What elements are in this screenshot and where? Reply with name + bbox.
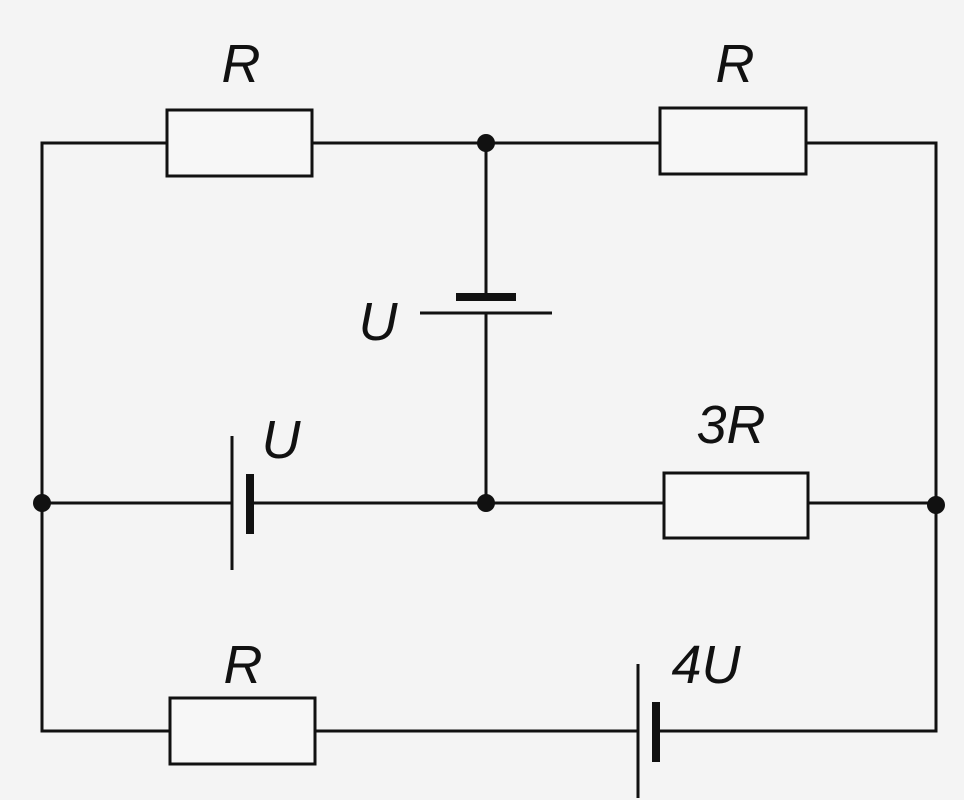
- junction-middle-right: [927, 496, 945, 514]
- resistor-bottom-left: [168, 696, 317, 766]
- label-resistor-bottom-left: R: [224, 635, 263, 695]
- source-middle-left: [230, 436, 254, 570]
- label-resistor-top-left: R: [222, 34, 261, 94]
- label-source-vertical-center: U: [359, 292, 399, 352]
- wires: [40, 141, 938, 733]
- label-source-middle-left: U: [262, 410, 302, 470]
- label-source-bottom-right: 4U: [671, 635, 741, 695]
- label-resistor-middle-right: 3R: [696, 395, 765, 455]
- junction-middle-center: [477, 494, 495, 512]
- junction-top-center: [477, 134, 495, 152]
- label-resistor-top-right: R: [716, 34, 755, 94]
- resistor-middle-right: [662, 471, 810, 540]
- source-vertical-center: [420, 293, 552, 315]
- resistor-top-left: [165, 108, 314, 178]
- source-bottom-right: [636, 664, 660, 798]
- junction-middle-left: [33, 494, 51, 512]
- resistor-top-right: [658, 106, 808, 176]
